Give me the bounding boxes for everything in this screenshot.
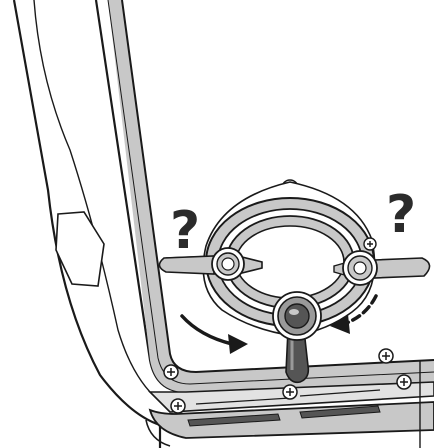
screw-icon [396,374,412,390]
lever-handle-icon [272,291,322,384]
screw-icon [282,384,298,400]
side-hexagon-emboss [55,211,105,287]
housing-left-inner-edge [33,0,151,393]
screw-icon [163,364,179,380]
ring-mechanism [202,181,377,337]
housing-left-side [12,0,162,448]
housing-base [145,419,171,447]
rotate-right-arrow-icon [330,294,378,334]
bezel-inner [121,0,434,374]
rail-groove [195,389,381,405]
screw-icon [170,398,186,414]
rotate-left-arrow-icon [180,314,248,354]
question-mark-right: ? [386,185,416,245]
device-housing [12,0,434,448]
wing-nut-icon [333,250,431,286]
screw-icon [378,348,394,364]
rail-slot-left [187,413,281,427]
wing-nut-icon [158,247,263,281]
rail-slot-right [299,405,381,419]
screw-icon [363,237,377,251]
question-mark-left: ? [170,201,200,261]
